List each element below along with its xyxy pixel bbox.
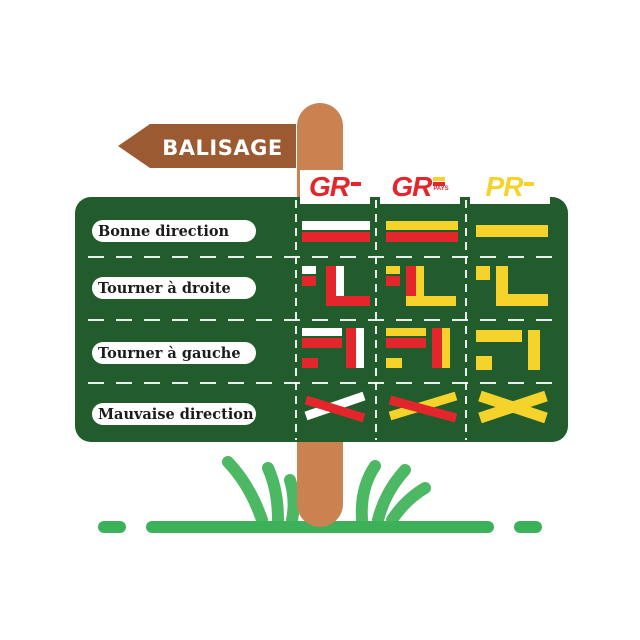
mark-grpays-bonne-direction [386, 221, 458, 242]
yellow-dash-icon [433, 177, 446, 181]
grass-tuft-left [222, 456, 300, 526]
red-dash-icon [433, 182, 446, 186]
row-separators [88, 256, 560, 384]
mark-gr-tourner-gauche [302, 328, 364, 368]
mark-grpays-tourner-droite [386, 266, 456, 306]
grass-tuft-right [355, 460, 431, 526]
column-header-box-pr [470, 170, 550, 204]
mark-gr-bonne-direction [302, 221, 370, 242]
arrow-sign-board [118, 124, 296, 168]
column-header-box-grpays [380, 170, 460, 204]
mark-gr-tourner-droite [302, 266, 370, 306]
column-header-grpays-flag: PAYS [433, 177, 449, 193]
yellow-dash-icon [524, 182, 535, 186]
mark-pr-tourner-gauche [476, 330, 540, 370]
column-header-grpays-label: GR [391, 171, 432, 202]
sign-title: BALISAGE [162, 136, 283, 160]
mark-pr-mauvaise-direction [478, 390, 548, 424]
mark-gr-mauvaise-direction [304, 391, 366, 423]
column-header-box-gr [300, 170, 370, 204]
row-label-tourner-droite: Tourner à droite [92, 277, 256, 299]
mark-grpays-mauvaise-direction [388, 391, 458, 423]
column-header-gr-label: GR [309, 171, 350, 202]
row-label-tourner-gauche: Tourner à gauche [92, 342, 256, 364]
mark-grpays-tourner-gauche [386, 328, 450, 368]
column-header-pr-label: PR [485, 171, 524, 202]
mark-pr-bonne-direction [476, 225, 548, 237]
column-header-pr: PR [470, 170, 550, 204]
mark-pr-tourner-droite [476, 266, 548, 306]
column-header-grpays-sub: PAYS [433, 186, 449, 192]
dash-icon [351, 182, 361, 186]
column-header-grpays: GR PAYS [380, 170, 460, 204]
column-header-gr: GR [300, 170, 370, 204]
row-label-mauvaise-direction: Mauvaise direction [92, 403, 256, 425]
row-label-bonne-direction: Bonne direction [92, 220, 256, 242]
